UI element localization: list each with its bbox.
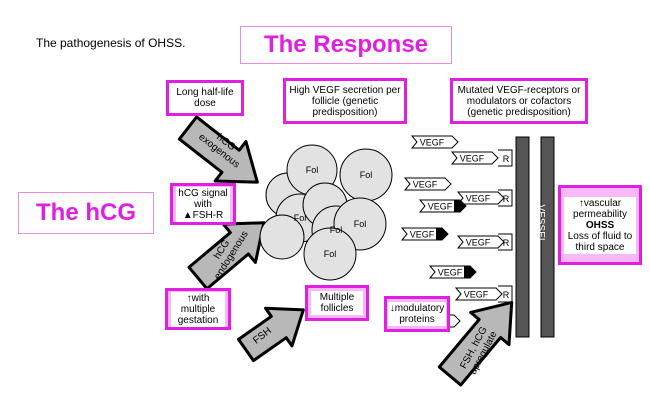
vascular-permeability-text: ↑vascular permeability	[573, 197, 627, 220]
fsh-arrow	[237, 306, 305, 363]
hcg-endogenous-arrow	[187, 221, 266, 291]
response-header: The Response	[240, 26, 452, 64]
vegf-chevron-label: VEGF	[420, 138, 445, 148]
vegf-chevron	[456, 191, 505, 205]
fsh-r-text: ▲FSH-R	[182, 209, 224, 221]
follicle-label: Fol	[294, 213, 307, 223]
follicle-label: Fol	[354, 219, 367, 229]
vegf-chevron-label: VEGF	[466, 238, 491, 248]
multiple-gestation-text: ↑with multiple gestation	[171, 291, 225, 327]
hcg-header: The hCG	[18, 192, 154, 234]
modulatory-proteins-box: ↓modulatory proteins	[384, 296, 450, 332]
vessel-label: VESSEL	[535, 205, 546, 244]
multiple-gestation-box: ↑with multiple gestation	[165, 288, 231, 330]
vegf-chevron-label: VEGF	[428, 202, 453, 212]
vessel-wall-right	[540, 136, 555, 338]
mutated-receptors-text: Mutated VEGF-receptors or modulators or …	[457, 84, 581, 118]
vegf-chevron	[403, 177, 452, 191]
receptor-bracket	[498, 149, 513, 167]
diagram-caption: The pathogenesis of OHSS.	[36, 36, 186, 50]
follicle	[303, 227, 357, 281]
vascular-permeability-box: ↑vascular permeability OHSS Loss of flui…	[558, 185, 642, 265]
vegf-signals: VEGFVEGFVEGFVEGFVEGFVEGFVEGFVEGFVEGFVEGF…	[400, 135, 513, 328]
follicle-label: Fol	[360, 170, 373, 180]
vegf-chevron	[454, 287, 503, 301]
high-vegf-text: High VEGF secretion per follicle (geneti…	[289, 84, 401, 118]
hcg-signal-box: hCG signal with ▲FSH-R	[170, 183, 236, 225]
mutated-receptors-box: Mutated VEGF-receptors or modulators or …	[450, 78, 588, 124]
ohss-text: OHSS	[585, 219, 615, 231]
vegf-chevron	[456, 235, 505, 249]
vegf-chevron	[410, 135, 459, 149]
follicle-label: Fol	[306, 165, 319, 175]
receptor-label: R	[503, 290, 510, 300]
vegf-chevron-label: VEGF	[438, 268, 463, 278]
vegf-chevron-tip	[436, 228, 448, 240]
receptor-label: R	[503, 238, 510, 248]
long-half-life-box: Long half-life dose	[166, 80, 244, 116]
long-half-life-text: Long half-life dose	[176, 87, 234, 109]
fsh-hcg-upregulate-arrow	[437, 300, 514, 387]
receptor-bracket	[498, 233, 513, 251]
follicle	[259, 214, 305, 260]
receptor-bracket	[498, 189, 513, 207]
vegf-chevron-label: VEGF	[413, 180, 438, 190]
follicle-label: Fol	[330, 225, 343, 235]
receptor-label: R	[503, 194, 510, 204]
receptor-label: R	[503, 154, 510, 164]
vegf-chevron-tip	[464, 266, 476, 278]
high-vegf-box: High VEGF secretion per follicle (geneti…	[283, 78, 407, 124]
follicle-label: Fol	[324, 249, 337, 259]
receptor-bracket	[498, 285, 513, 303]
loss-of-fluid-text: Loss of fluid to third space	[567, 230, 633, 253]
vegf-chevron-label: VEGF	[410, 230, 435, 240]
vegf-chevron-label: VEGF	[460, 154, 485, 164]
multiple-follicles-box: Multiple follicles	[305, 285, 369, 321]
vegf-chevron-tip	[454, 200, 466, 212]
hcg-exogenous-arrow	[177, 115, 259, 184]
vessel-wall-left	[515, 136, 530, 338]
vegf-chevron-label: VEGF	[466, 194, 491, 204]
hcg-signal-text: hCG signal with	[178, 187, 228, 210]
multiple-follicles-text: Multiple follicles	[311, 291, 363, 315]
vegf-chevron	[450, 151, 499, 165]
modulatory-proteins-text: ↓modulatory proteins	[387, 302, 447, 326]
vegf-chevron-label: VEGF	[464, 290, 489, 300]
